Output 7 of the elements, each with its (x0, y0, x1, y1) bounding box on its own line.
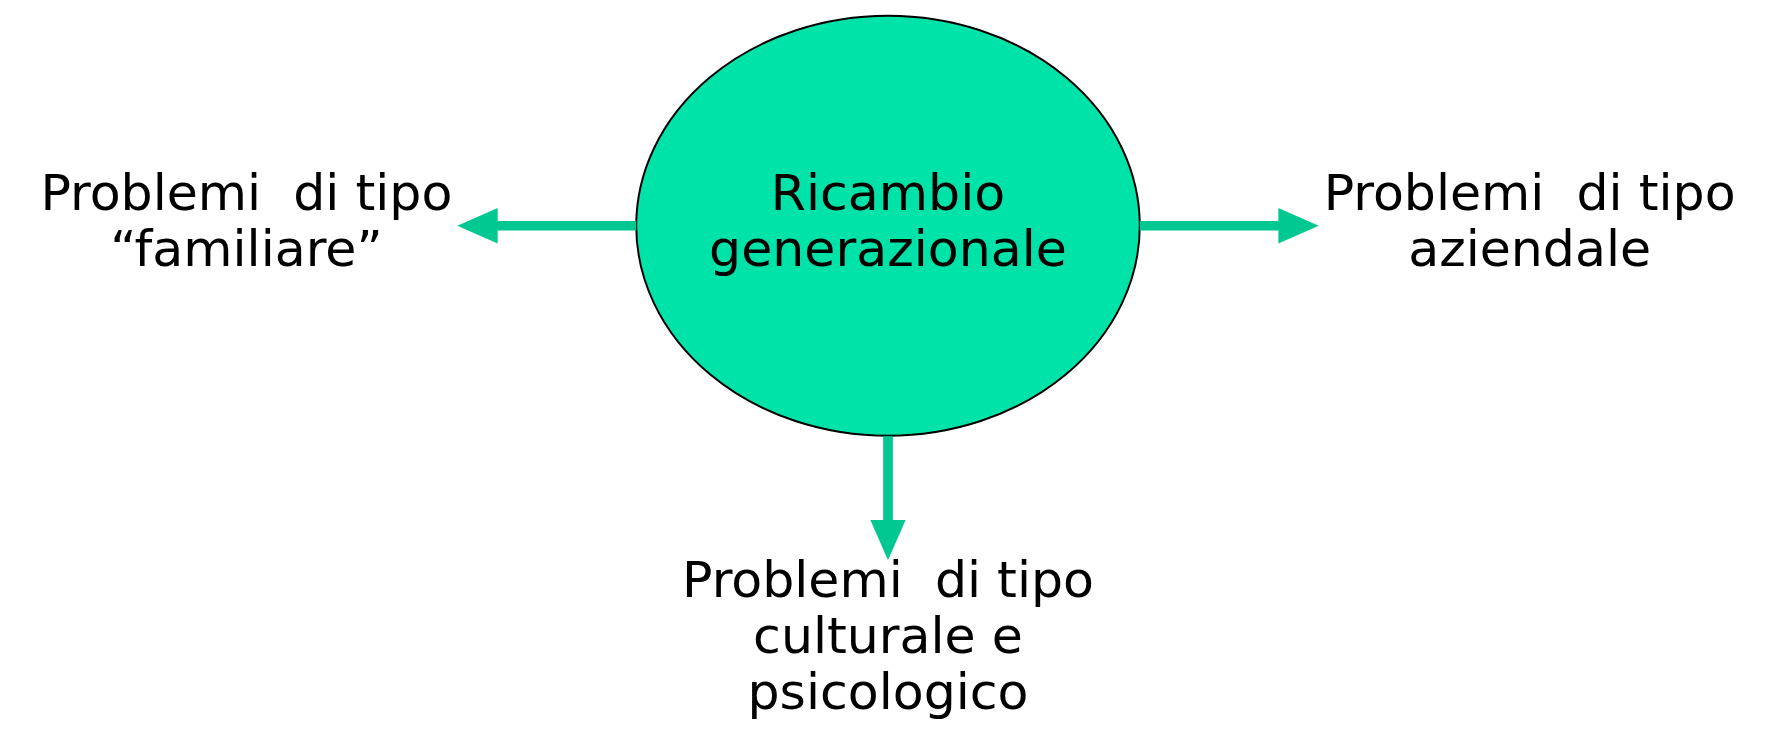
node-text: Problemi di tipo “familiare” (40, 162, 453, 279)
arrow (870, 436, 906, 561)
node-text: Problemi di tipo aziendale (1323, 162, 1736, 279)
arrow (457, 208, 637, 244)
node-text: Problemi di tipo culturale e psicologico (682, 549, 1094, 722)
node-ellipse: Ricambio generazionale (635, 14, 1141, 437)
arrow (1139, 208, 1319, 244)
